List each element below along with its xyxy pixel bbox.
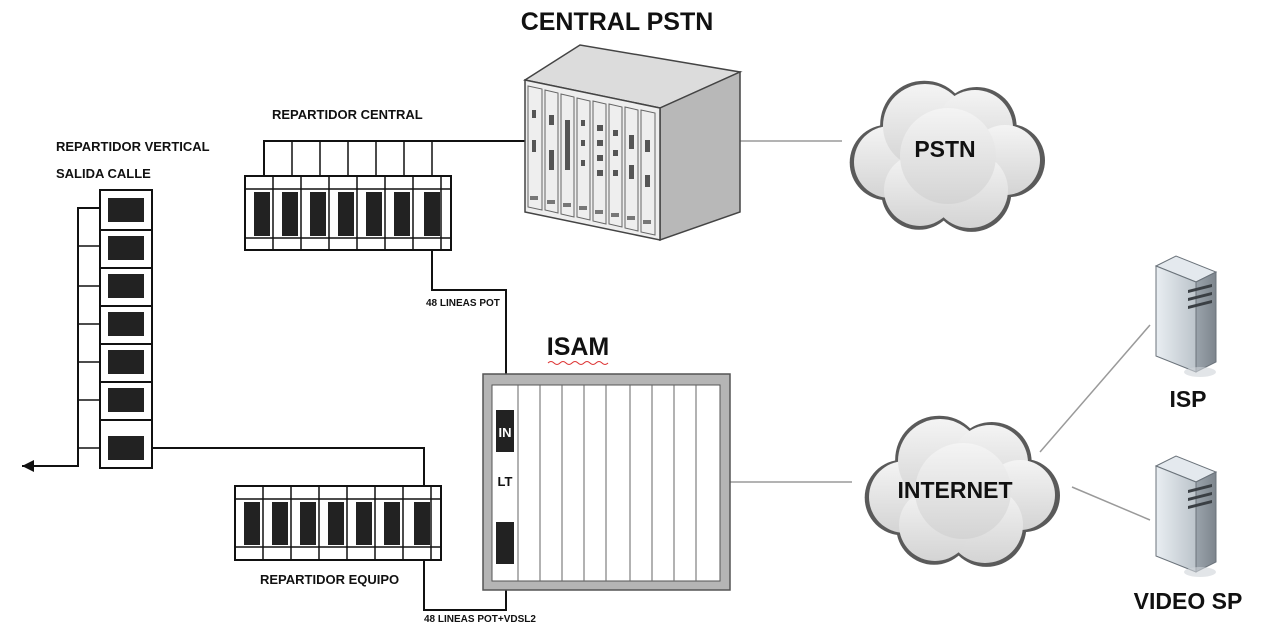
repartidor-equipo-label: REPARTIDOR EQUIPO [260, 572, 399, 587]
isp-server-icon [1154, 255, 1218, 377]
central-pstn-title: CENTRAL PSTN [521, 8, 714, 36]
in-port-label: IN [499, 425, 512, 440]
isam-title: ISAM [547, 333, 610, 361]
central-pstn-cabinet [523, 44, 743, 242]
street-exit-arrow [22, 460, 34, 472]
video-sp-label: VIDEO SP [1134, 588, 1243, 614]
repartidor-central-label: REPARTIDOR CENTRAL [272, 107, 423, 122]
salida-calle-label: SALIDA CALLE [56, 166, 151, 181]
isp-label: ISP [1169, 386, 1206, 412]
repartidor-central [244, 175, 452, 251]
out-port [496, 522, 514, 564]
internet-to-video-link [1071, 486, 1151, 521]
repartidor-vertical [78, 189, 153, 469]
internet-label: INTERNET [898, 477, 1013, 503]
connection-lines [22, 140, 1151, 611]
lt-card-label: LT [498, 474, 513, 489]
pot-vdsl-wire [152, 447, 507, 611]
pot-lines-wire [431, 250, 507, 412]
pstn-label: PSTN [914, 136, 975, 162]
in-port [496, 410, 514, 452]
central-drop-wires [291, 141, 433, 176]
central-bus-wire [263, 140, 525, 176]
isam-rack [482, 373, 731, 591]
repartidor-vertical-label: REPARTIDOR VERTICAL [56, 139, 210, 154]
video-sp-server-icon [1154, 455, 1218, 577]
street-exit-wire [22, 207, 100, 467]
spellcheck-underline [547, 361, 609, 365]
repartidor-equipo [234, 485, 442, 561]
internet-to-isp-link [1039, 324, 1151, 453]
pot-vdsl-label: 48 LINEAS POT+VDSL2 [424, 614, 536, 625]
pot-lines-label: 48 LINEAS POT [426, 298, 500, 309]
